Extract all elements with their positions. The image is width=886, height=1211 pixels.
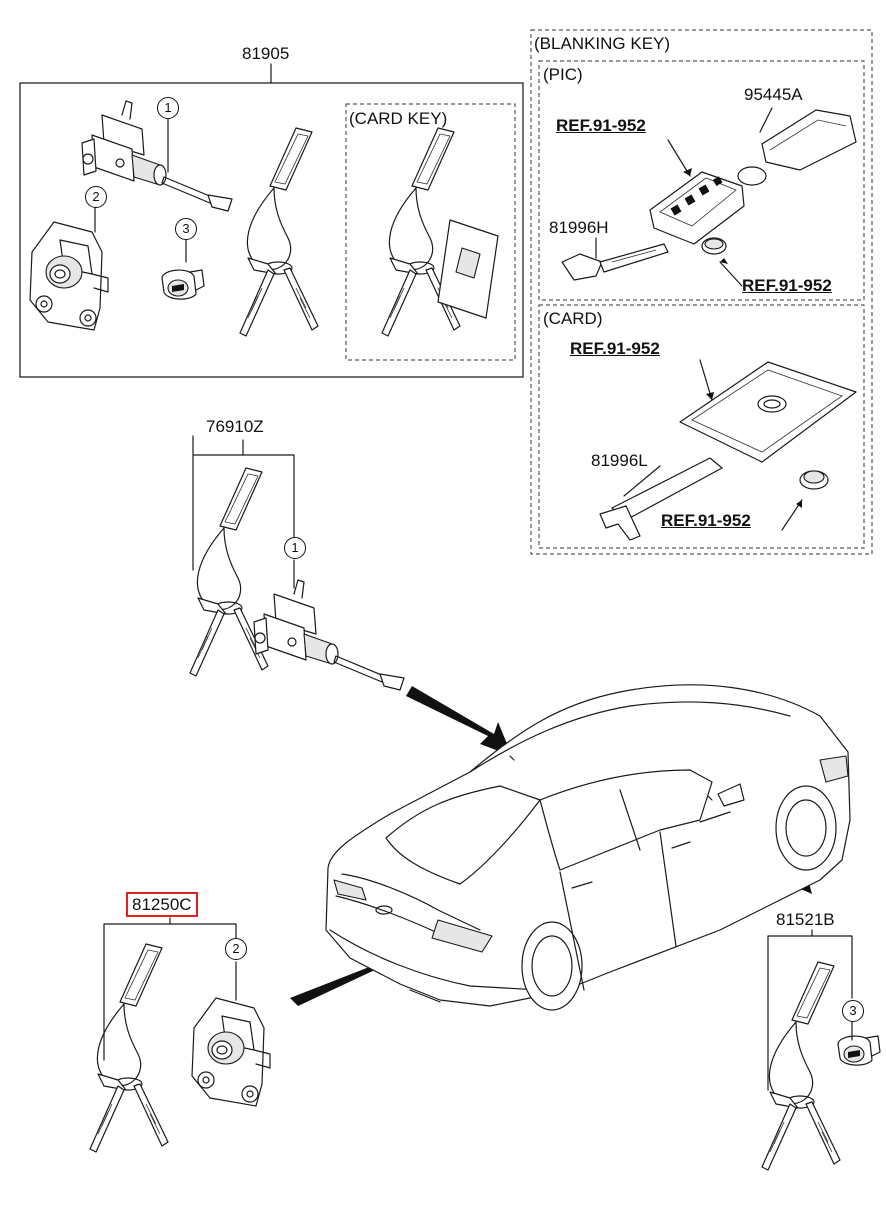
callout-1: 1 — [157, 97, 179, 119]
bracket-line — [103, 917, 237, 1061]
reference-label: REF.91-952 — [661, 511, 751, 530]
part-number-81905: 81905 — [242, 44, 290, 63]
part-number-81996L: 81996L — [591, 451, 648, 470]
reference-label: REF.91-952 — [742, 276, 832, 295]
part-number-81250C[interactable]: 81250C — [126, 892, 198, 917]
key-set-icon — [89, 943, 169, 1153]
pic-label: (PIC) — [543, 65, 583, 84]
key-set-icon — [761, 961, 841, 1171]
card-box — [538, 304, 865, 549]
card-label: (CARD) — [543, 309, 603, 328]
smart-key-fob-icon — [649, 171, 745, 245]
card-emergency-key-icon — [599, 457, 723, 541]
reference-label: REF.91-952 — [556, 116, 646, 135]
part-number-81996H: 81996H — [549, 218, 609, 237]
door-lock-cylinder-icon — [253, 579, 405, 691]
lock-cap-icon — [837, 1035, 881, 1066]
callout-3: 3 — [842, 1000, 864, 1022]
card-smart-key-icon — [679, 361, 857, 463]
blanking-key-box — [530, 29, 873, 555]
card-key-box — [345, 103, 516, 361]
part-number-76910Z: 76910Z — [206, 417, 264, 436]
emergency-key-icon — [561, 243, 669, 281]
pointer-arrow — [406, 686, 512, 756]
callout-1: 1 — [284, 537, 306, 559]
lock-cap-icon — [161, 269, 205, 300]
pic-box — [538, 60, 865, 301]
callout-3: 3 — [175, 218, 197, 240]
bracket-line — [767, 929, 853, 1091]
blanking-key-label: (BLANKING KEY) — [534, 34, 671, 53]
trunk-lock-assembly-icon — [29, 221, 109, 331]
callout-2: 2 — [85, 186, 107, 208]
coin-battery-icon — [701, 237, 727, 255]
part-number-81521B: 81521B — [776, 910, 835, 929]
reference-label: REF.91-952 — [570, 339, 660, 358]
key-set-icon — [239, 127, 319, 337]
car-body-icon — [325, 684, 851, 1011]
part-number-95445A: 95445A — [744, 85, 803, 104]
card-key-label: (CARD KEY) — [349, 109, 448, 128]
coin-battery-icon — [799, 470, 829, 490]
card-key-set-icon — [381, 127, 499, 337]
callout-2: 2 — [225, 938, 247, 960]
key-cover-icon — [737, 109, 857, 186]
trunk-lock-assembly-icon — [191, 997, 271, 1107]
